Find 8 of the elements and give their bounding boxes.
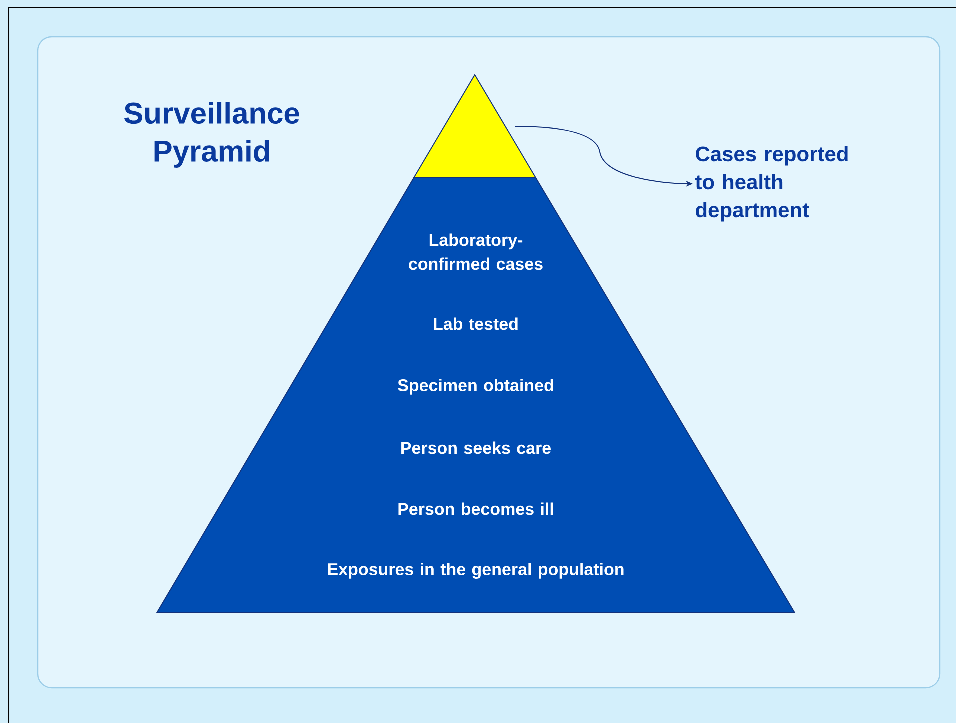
band-label: Lab tested: [434, 318, 518, 330]
band-label: Exposures in the general population: [328, 563, 624, 579]
callout-text: Cases reported to health department: [695, 146, 848, 222]
band-label: Laboratory-confirmed cases: [409, 234, 543, 270]
band-label: Person becomes ill: [398, 502, 554, 516]
band-label: Specimen obtained: [398, 379, 554, 395]
title: Surveillance Pyramid: [124, 102, 300, 168]
band-label: Person seeks care: [402, 442, 551, 454]
